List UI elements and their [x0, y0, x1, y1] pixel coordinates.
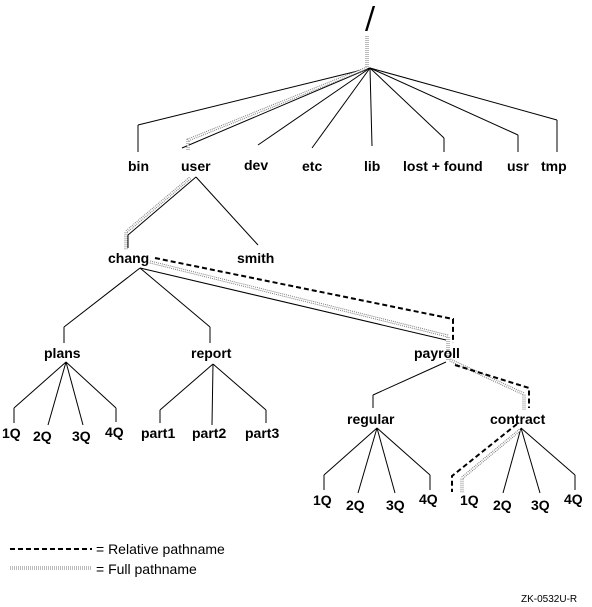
file-plans-4q: 4Q: [105, 424, 124, 440]
file-part1: part1: [141, 425, 175, 441]
dir-payroll: payroll: [414, 345, 460, 361]
dir-plans: plans: [44, 345, 81, 361]
file-part3: part3: [245, 425, 279, 441]
root-directory-label: /: [365, 1, 376, 36]
legend-relative-label: = Relative pathname: [96, 541, 225, 557]
dir-user: user: [181, 158, 211, 174]
file-plans-1q: 1Q: [2, 425, 21, 441]
dir-etc: etc: [302, 158, 322, 174]
dir-chang: chang: [108, 250, 149, 266]
dir-dev: dev: [244, 157, 268, 173]
file-plans-2q: 2Q: [33, 428, 52, 444]
tree-connectors: [13, 67, 576, 494]
file-regular-3q: 3Q: [386, 497, 405, 513]
file-regular-4q: 4Q: [419, 491, 438, 507]
file-part2: part2: [192, 425, 226, 441]
file-plans-3q: 3Q: [72, 428, 91, 444]
full-pathname-route: [124, 36, 526, 493]
relative-pathname-route: [154, 257, 530, 492]
file-contract-3q: 3Q: [531, 497, 550, 513]
full-pathname-route-inner: [125, 36, 525, 493]
dir-tmp: tmp: [541, 158, 567, 174]
dir-usr: usr: [507, 158, 529, 174]
dir-contract: contract: [490, 411, 546, 427]
dir-bin: bin: [128, 158, 149, 174]
file-contract-1q: 1Q: [460, 492, 479, 508]
legend-full-label: = Full pathname: [96, 561, 197, 577]
dir-regular: regular: [347, 411, 395, 427]
file-contract-4q: 4Q: [564, 491, 583, 507]
file-contract-2q: 2Q: [493, 497, 512, 513]
file-regular-2q: 2Q: [346, 497, 365, 513]
dir-lost-found: lost + found: [403, 158, 483, 174]
file-regular-1q: 1Q: [313, 492, 332, 508]
dir-report: report: [191, 345, 232, 361]
legend: = Relative pathname = Full pathname: [10, 541, 225, 577]
dir-lib: lib: [364, 158, 380, 174]
dir-smith: smith: [237, 250, 274, 266]
figure-id: ZK-0532U-R: [521, 594, 577, 605]
